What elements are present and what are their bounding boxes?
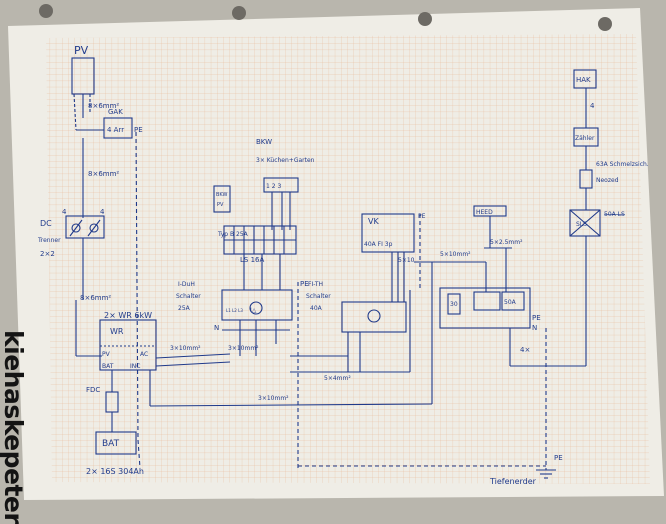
- brand-logo-text: kiehaskepeter: [0, 330, 28, 524]
- label-cable-8x6-c: 8×6mm²: [80, 294, 111, 302]
- label-cable-3x10-c: 3×10mm²: [258, 395, 289, 402]
- label-rcd-inner: I△: [250, 307, 257, 314]
- label-vk-sub: 40A FI 3p: [364, 241, 393, 248]
- binder-hole: [598, 17, 612, 31]
- label-fuse63-sub: Neozed: [596, 177, 619, 184]
- label-terminals-top: 1 2 3: [266, 183, 281, 190]
- label-pv: PV: [74, 44, 89, 57]
- label-cable-8x6-b: 8×6mm²: [88, 170, 119, 178]
- label-ls16: LS 16A: [240, 256, 264, 264]
- label-cable-5x4: 5×4mm²: [324, 375, 351, 382]
- terminal-strip: [263, 177, 299, 193]
- label-inverter-l2: WR: [110, 327, 124, 336]
- label-rcd2-l2: Schalter: [306, 293, 331, 300]
- cable-line: [155, 353, 231, 359]
- label-bkw-sub: 3× Küchen+Garten: [256, 157, 315, 164]
- label-pe-ground: PE: [554, 454, 563, 462]
- label-rcd-sub: Schalter: [176, 293, 201, 300]
- hak-box: [573, 69, 597, 89]
- vk-box: [361, 213, 415, 253]
- paper-sheet: [8, 8, 664, 500]
- pe-dashed: [135, 131, 139, 441]
- label-rcd-a: 25A: [178, 305, 191, 312]
- dc-disconnect-box: [65, 215, 105, 239]
- label-tiefenerder: Tiefenerder: [489, 477, 537, 486]
- label-ln-t: L1 L2 L3: [226, 308, 243, 313]
- pe-dashed: [137, 439, 141, 469]
- label-cable-5x25: 5×2.5mm²: [490, 239, 523, 246]
- label-n-left: N: [214, 324, 219, 332]
- label-cable-3x10-a: 3×10mm²: [170, 345, 201, 352]
- label-inverter-l1: 2× WR 6kW: [104, 311, 152, 320]
- rcd-symbol: [249, 301, 263, 315]
- sls-box: [569, 209, 601, 237]
- label-box30: 30: [450, 301, 458, 308]
- ink-drawing: [65, 57, 601, 479]
- label-dc-sub2: 2×2: [40, 250, 55, 258]
- label-fdc: FDC: [86, 386, 100, 394]
- binder-hole: [39, 4, 53, 18]
- label-cable-3x10-b: 3×10mm²: [228, 345, 259, 352]
- label-rcd2-l1: FI-TH: [308, 281, 323, 288]
- label-gak: GAK: [108, 108, 123, 116]
- label-hak: HAK: [576, 76, 591, 84]
- rcd-box: [221, 289, 293, 321]
- wiring-diagram: PV 8×6mm² GAK 4 Arr PE 8×6mm² 4 4 DC Tre…: [8, 4, 664, 500]
- gak-box: [103, 117, 133, 139]
- label-bkw-small2: PV: [217, 202, 224, 208]
- label-bkw-small: BKW: [216, 192, 228, 198]
- pv-line: [73, 93, 77, 131]
- distribution-box: [439, 287, 531, 329]
- label-dc-num-right: 4: [100, 208, 105, 216]
- label-bkw: BKW: [256, 138, 272, 146]
- binder-holes: [39, 4, 612, 31]
- label-pe-mid: PE: [300, 280, 309, 288]
- label-cable-5x10-b: 5×10mm²: [440, 251, 471, 258]
- label-n-right: N: [532, 324, 537, 332]
- label-zahler: Zähler: [575, 135, 595, 142]
- label-ls16-type: Typ B 25A: [217, 231, 249, 238]
- inverter-box: [99, 319, 157, 371]
- label-dc: DC: [40, 219, 52, 228]
- label-gak-sub: 4 Arr: [107, 126, 124, 134]
- label-pe-gak: PE: [134, 126, 143, 134]
- label-hak-num: 4: [590, 102, 595, 110]
- notebook-page-photo: PV 8×6mm² GAK 4 Arr PE 8×6mm² 4 4 DC Tre…: [0, 4, 664, 524]
- cable-line: [149, 403, 433, 407]
- label-sls: SLS: [576, 221, 587, 228]
- label-pv-cable: 8×6mm²: [88, 102, 119, 110]
- bkw-small-box: [213, 185, 231, 213]
- label-dc-num-left: 4: [62, 208, 67, 216]
- rcd2-box: [341, 301, 407, 333]
- label-bat-sub: 2× 16S 304Ah: [86, 467, 144, 476]
- label-four-x: 4×: [520, 346, 530, 354]
- label-heed: HEED: [476, 209, 493, 216]
- cable-line: [155, 361, 231, 367]
- battery-box: [95, 431, 137, 455]
- label-box50: 50A: [504, 299, 517, 306]
- label-pe-right: PE: [532, 314, 541, 322]
- label-cable-5x10: 5×10: [398, 257, 415, 264]
- label-ac-term: AC: [140, 351, 148, 358]
- label-pv-term: PV: [102, 351, 111, 358]
- binder-hole: [418, 12, 432, 26]
- label-pe-vk: PE: [418, 213, 426, 220]
- label-inc-term: INC: [130, 363, 140, 370]
- label-vk: VK: [368, 217, 379, 226]
- label-bat: BAT: [102, 439, 120, 449]
- binder-hole: [232, 6, 246, 20]
- label-bat-term: BAT: [102, 363, 114, 370]
- label-fuse63: 63A Schmelzsich.: [596, 161, 649, 168]
- label-sls-strike: 50A LS: [604, 211, 625, 218]
- label-dc-sub: Trenner: [37, 237, 61, 244]
- label-rcd2-l3: 40A: [310, 305, 323, 312]
- label-rcd-hdr: I-DuH: [178, 281, 195, 288]
- ink-labels: PV 8×6mm² GAK 4 Arr PE 8×6mm² 4 4 DC Tre…: [37, 44, 649, 486]
